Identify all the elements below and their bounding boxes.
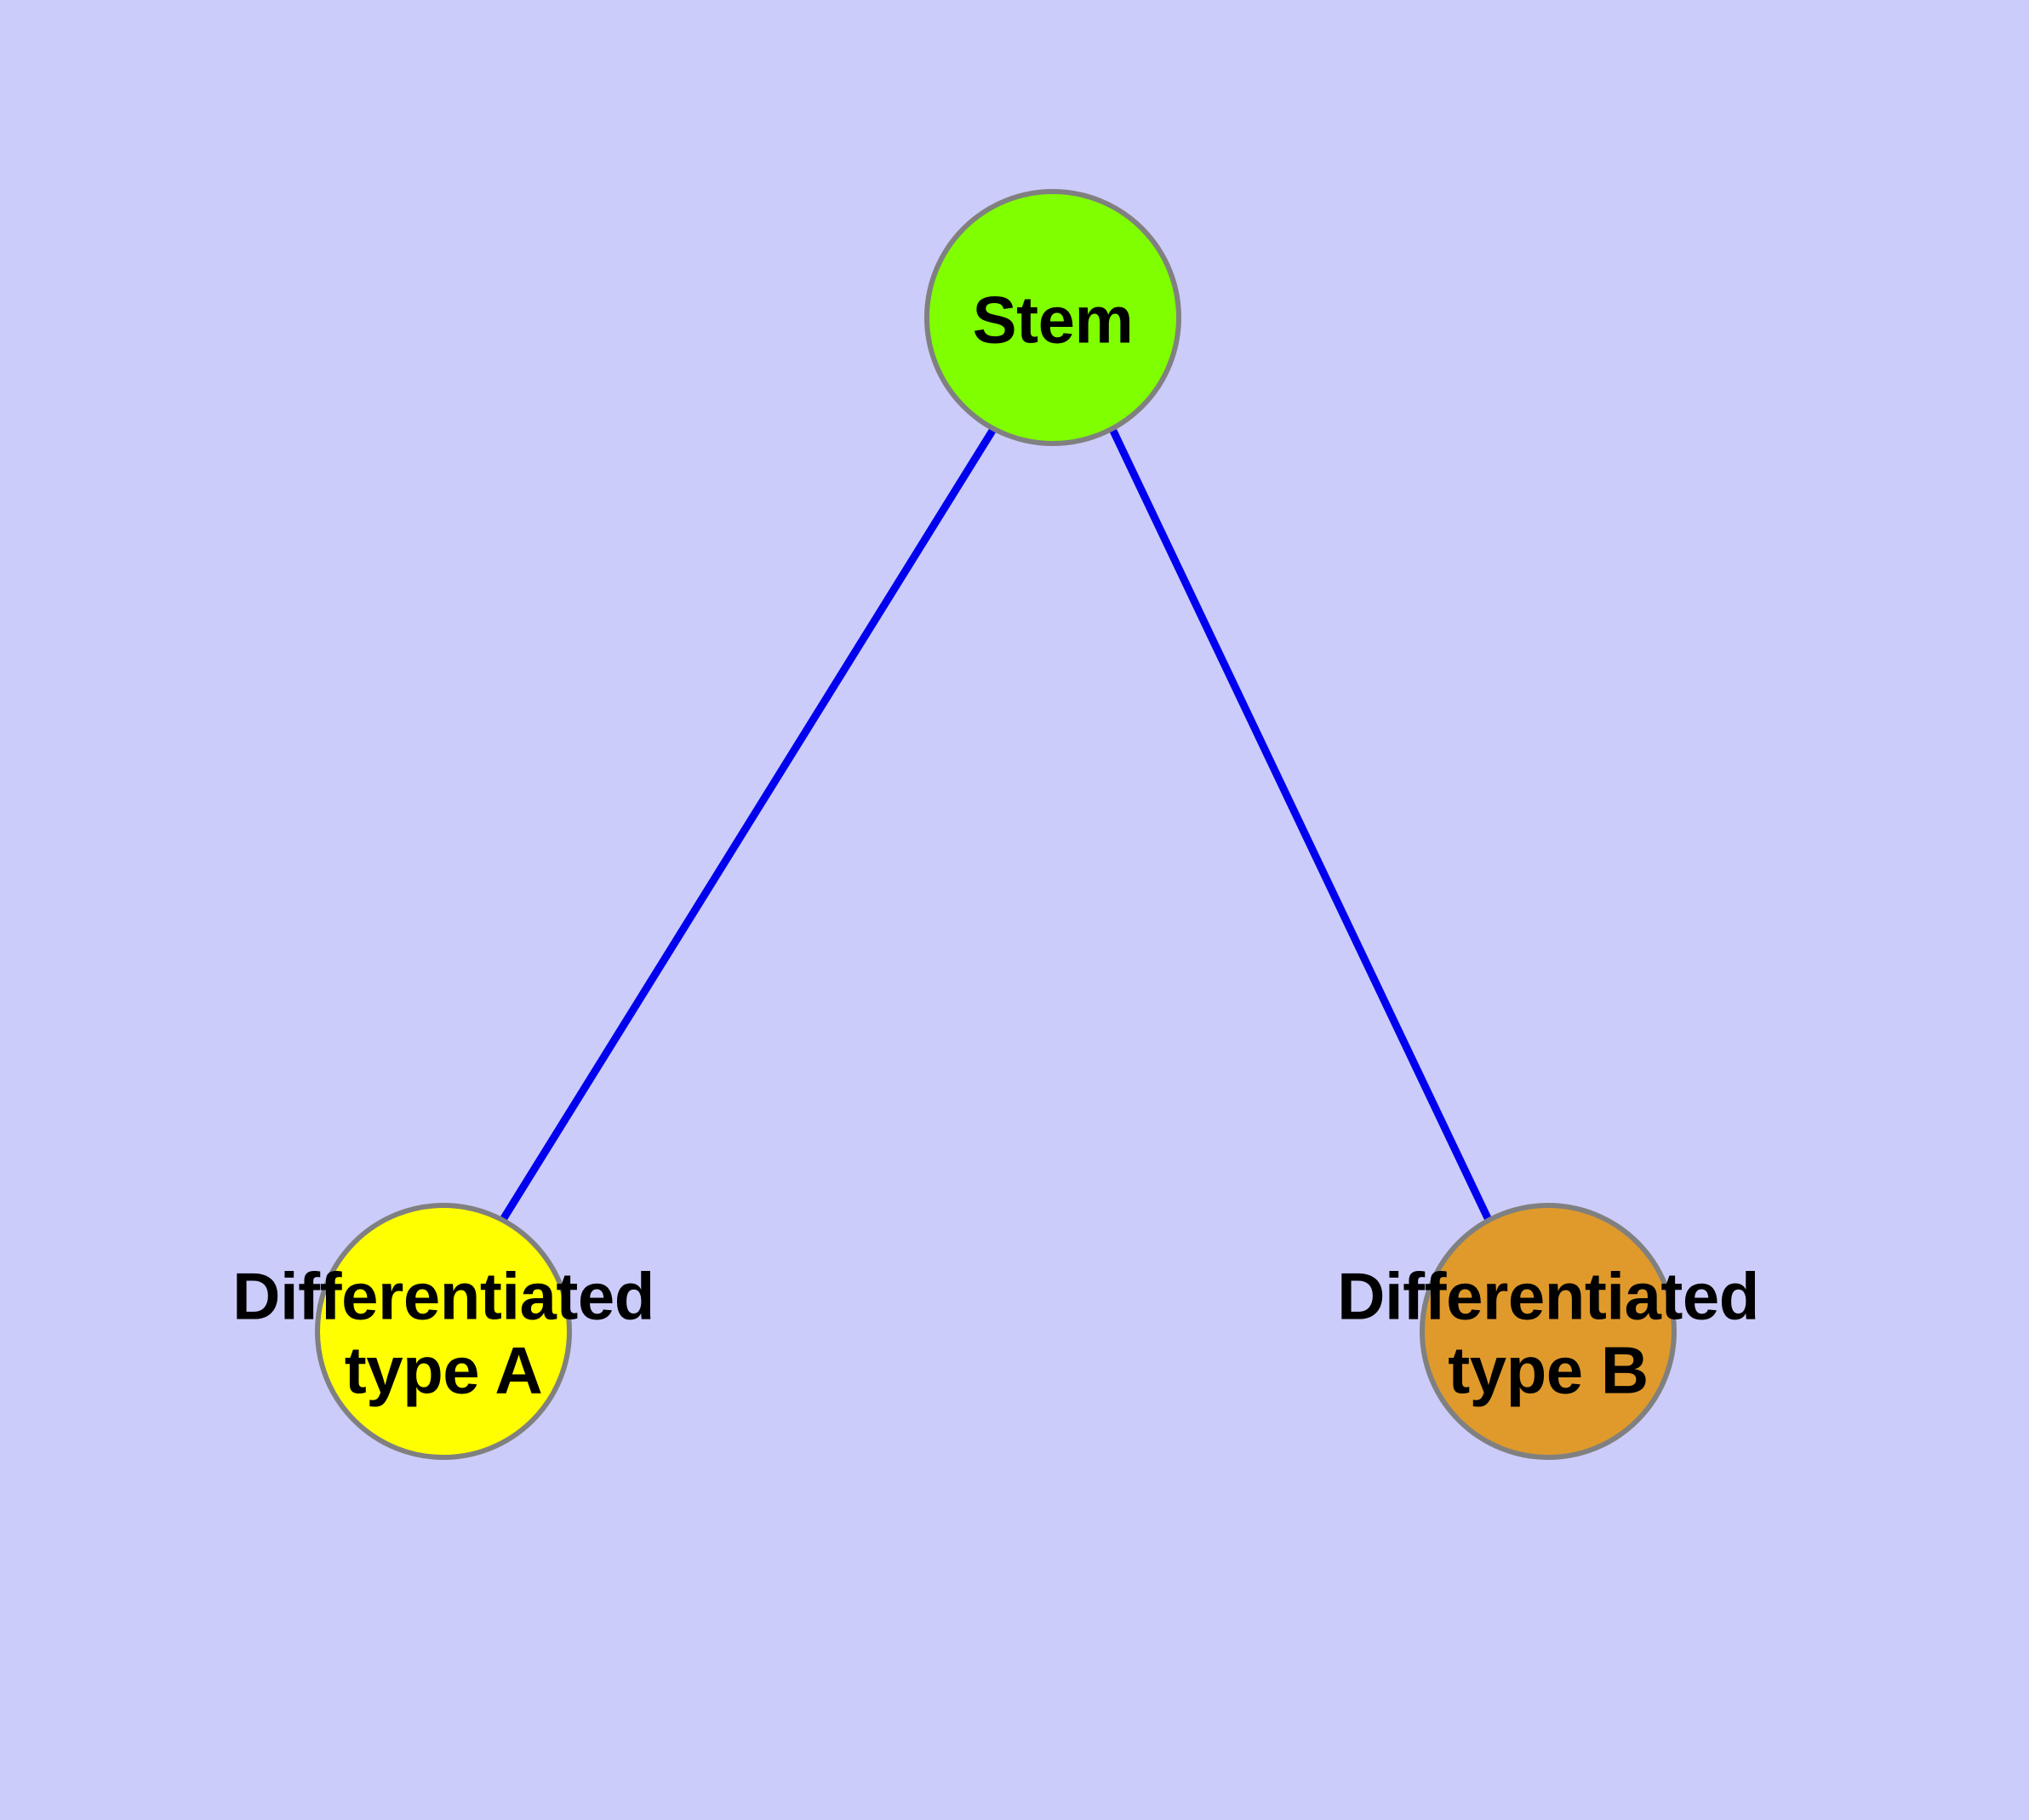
node-label-differentiated-type-b: Differentiated type B [1337,1258,1759,1408]
node-differentiated-type-a[interactable] [315,1203,572,1460]
node-label-differentiated-type-a: Differentiated type A [232,1258,654,1408]
node-label-stem: Stem [972,282,1134,358]
node-stem[interactable] [924,189,1181,446]
edge-stem-to-differentiated-type-b [1109,429,1492,1220]
edge-stem-to-differentiated-type-a [500,428,996,1221]
node-differentiated-type-b[interactable] [1420,1203,1677,1460]
